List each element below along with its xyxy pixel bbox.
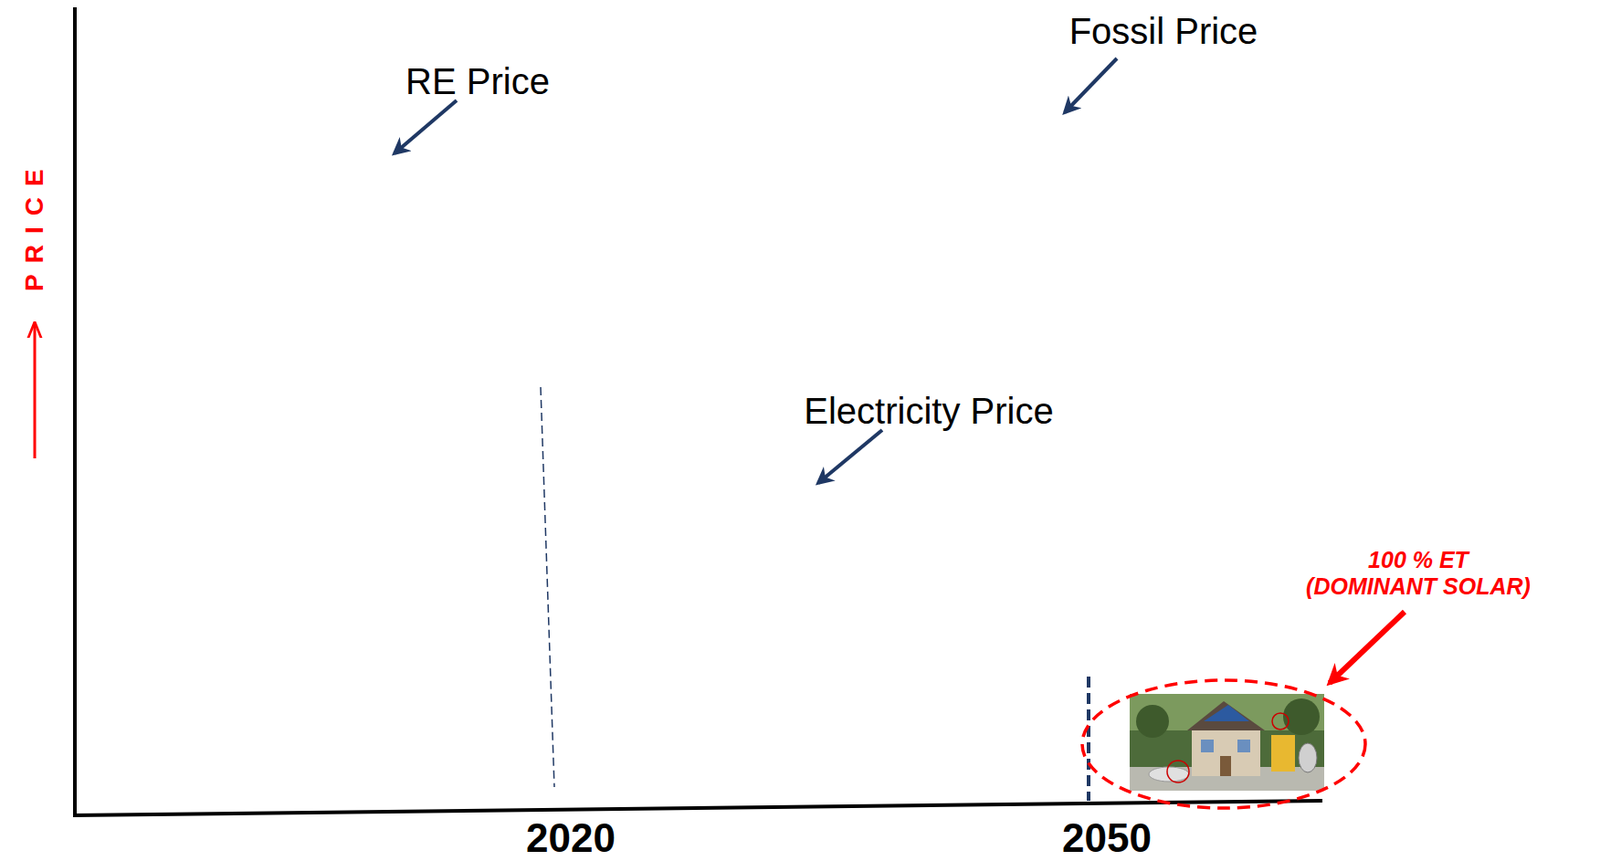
- pointer-arrow: [818, 430, 883, 484]
- year-line: [1086, 676, 1091, 801]
- axis-tick-label: 2020: [526, 815, 616, 861]
- series-label: RE Price: [405, 60, 550, 103]
- series-label: Fossil Price: [1069, 10, 1259, 53]
- pointer-arrow: [1064, 58, 1117, 113]
- house-illustration: [1129, 694, 1325, 791]
- callout-arrow: [1329, 611, 1405, 684]
- axis-title: PRICE: [20, 157, 50, 292]
- y-axis: [73, 7, 77, 818]
- pointer-arrow: [394, 100, 457, 154]
- callout-text: 100 % ET (DOMINANT SOLAR): [1304, 547, 1533, 600]
- highlight-ellipse: [1082, 680, 1366, 809]
- axis-arrow: [33, 325, 37, 459]
- series-label: Electricity Price: [803, 389, 1053, 432]
- x-axis: [73, 800, 1323, 816]
- year-line: [540, 387, 555, 788]
- axis-tick-label: 2050: [1062, 815, 1152, 861]
